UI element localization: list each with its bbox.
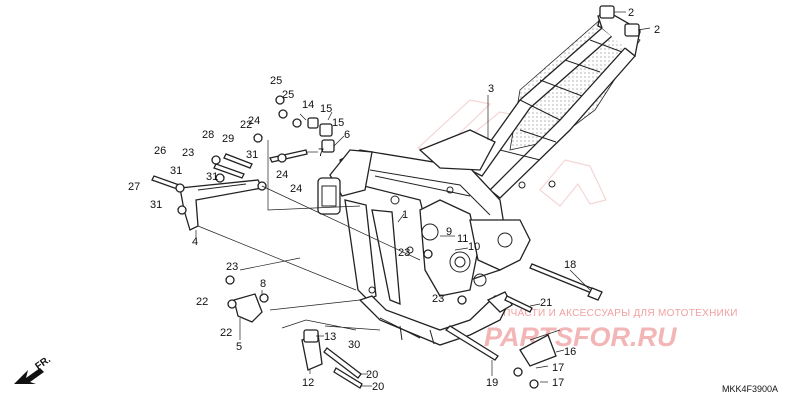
callout-31c: 31	[206, 171, 218, 183]
callout-30: 30	[348, 339, 360, 351]
bracket-16	[519, 334, 557, 367]
callout-20b: 20	[372, 381, 384, 393]
reference-lines	[197, 140, 561, 341]
callout-labels: 1 2 2 3 4 5 6 7 8 9 10 11 12 13 14 15 15…	[128, 7, 660, 393]
callout-6: 6	[344, 129, 350, 141]
callout-29: 29	[222, 133, 234, 145]
callout-31a: 31	[170, 165, 182, 177]
callout-22b: 22	[196, 296, 208, 308]
callout-15a: 15	[320, 103, 332, 115]
callout-9: 9	[446, 226, 452, 238]
callout-25a: 25	[270, 75, 282, 87]
callout-31b: 31	[150, 199, 162, 211]
callout-21: 21	[540, 297, 552, 309]
callout-20a: 20	[366, 369, 378, 381]
callout-25b: 25	[282, 89, 294, 101]
callout-4: 4	[192, 236, 198, 248]
callout-3: 3	[488, 83, 494, 95]
callout-18: 18	[564, 259, 576, 271]
callout-15b: 15	[332, 117, 344, 129]
callout-23a: 23	[182, 147, 194, 159]
watermark-line1: ЗАПЧАСТИ И АКСЕССУАРЫ ДЛЯ МОТОТЕХНИКИ	[490, 308, 738, 319]
callout-22c: 22	[220, 327, 232, 339]
callout-2a: 2	[628, 7, 634, 19]
callout-2b: 2	[654, 24, 660, 36]
callout-11: 11	[457, 233, 468, 245]
callout-8: 8	[260, 278, 266, 290]
bracket-5	[233, 293, 263, 323]
callout-1: 1	[402, 209, 408, 221]
callout-5: 5	[236, 341, 242, 353]
front-direction-label: FR.	[33, 354, 53, 372]
callout-22a: 22	[240, 119, 252, 131]
watermark: ЗАПЧАСТИ И АКСЕССУАРЫ ДЛЯ МОТОТЕХНИКИ PA…	[416, 99, 738, 352]
callout-31d: 31	[246, 149, 258, 161]
callout-28: 28	[202, 129, 214, 141]
callout-10: 10	[468, 241, 480, 253]
callout-17b: 17	[552, 377, 564, 389]
callout-19: 19	[486, 377, 498, 389]
callout-23c: 23	[398, 247, 410, 259]
callout-23d: 23	[432, 293, 444, 305]
callout-26: 26	[154, 145, 166, 157]
callout-14: 14	[302, 99, 314, 111]
callout-24a: 24	[248, 115, 260, 127]
callout-24b: 24	[276, 169, 288, 181]
callout-27: 27	[128, 181, 140, 193]
diagram-code: MKK4F3900A	[722, 384, 778, 394]
callout-16: 16	[564, 346, 576, 358]
callout-24c: 24	[290, 183, 302, 195]
callout-17a: 17	[552, 362, 564, 374]
callout-7: 7	[318, 147, 324, 159]
leader-lines	[195, 11, 651, 387]
callout-12: 12	[302, 377, 314, 389]
front-direction-arrow: FR.	[14, 354, 53, 384]
frame-body	[151, 5, 641, 389]
watermark-line2: PARTSFOR.RU	[484, 322, 678, 352]
callout-13: 13	[324, 331, 336, 343]
callout-23b: 23	[226, 261, 238, 273]
